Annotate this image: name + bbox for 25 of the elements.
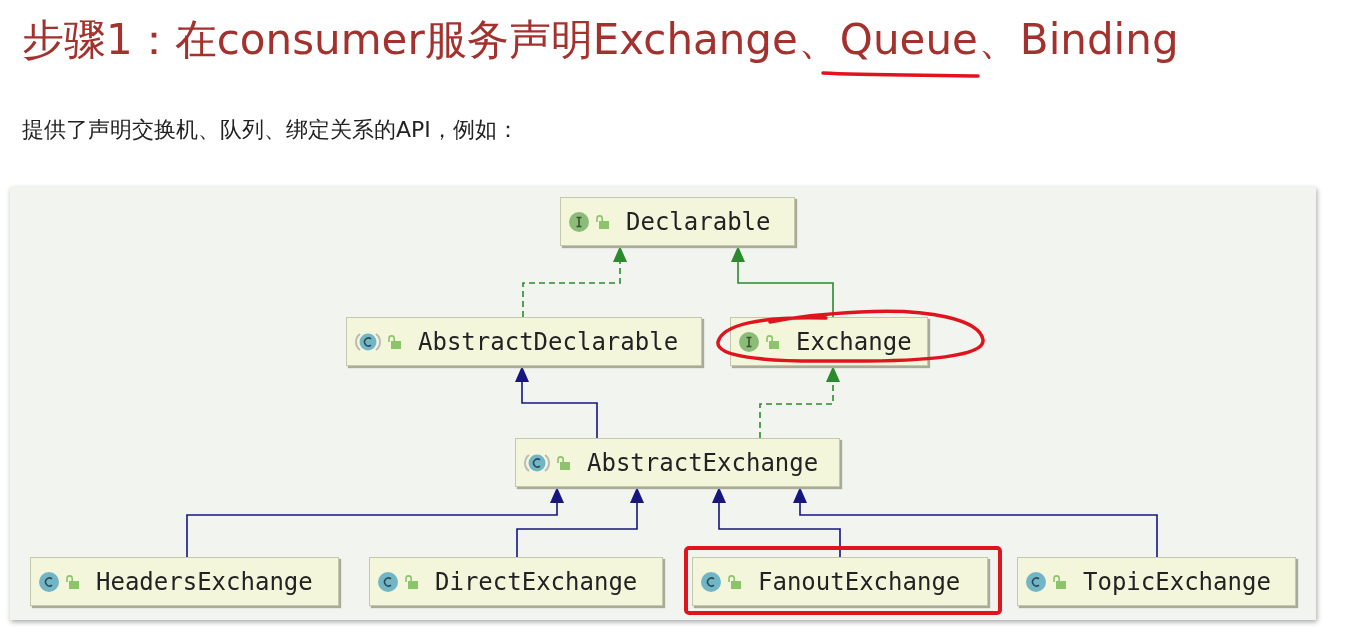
arrow [731, 245, 834, 318]
class-name: Declarable [626, 207, 771, 236]
class-box [369, 557, 663, 606]
arrow [793, 486, 1158, 558]
dashed-arrow [759, 365, 840, 439]
class-name: AbstractDeclarable [418, 327, 679, 356]
heading: 步骤1：在consumer服务声明Exchange、Queue、Binding [22, 14, 1179, 66]
class-name: Exchange [796, 327, 912, 356]
class-box [515, 438, 840, 487]
arrow [712, 486, 841, 558]
arrow [186, 486, 564, 558]
class-name: AbstractExchange [587, 448, 819, 477]
class-box [30, 557, 339, 606]
class-box [1017, 557, 1296, 606]
interface-box [560, 197, 795, 246]
arrow [516, 486, 644, 558]
class-name: HeadersExchange [96, 567, 313, 596]
class-name: FanoutExchange [758, 567, 961, 596]
class-name: DirectExchange [435, 567, 638, 596]
class-box [692, 557, 988, 606]
class-box [346, 317, 702, 366]
arrow [515, 365, 598, 439]
class-name: TopicExchange [1083, 567, 1271, 596]
subtitle: 提供了声明交换机、队列、绑定关系的API，例如： [22, 116, 519, 144]
dashed-arrow [522, 245, 627, 318]
